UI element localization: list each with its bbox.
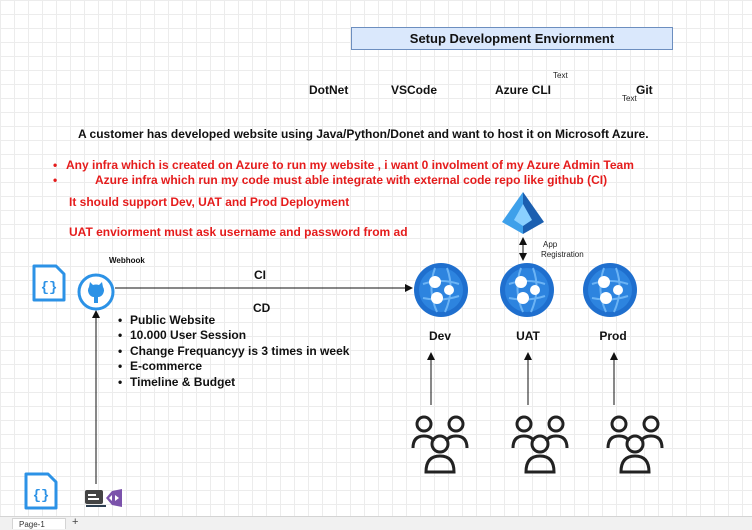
- tool-git: Git: [636, 83, 653, 97]
- page-bar: [0, 516, 752, 530]
- tool-vscode: VSCode: [391, 83, 438, 97]
- users-icon: [410, 412, 470, 481]
- list-item: Timeline & Budget: [118, 375, 349, 391]
- env-label-uat: UAT: [516, 329, 540, 343]
- web-app-icon: [582, 262, 638, 323]
- text-placeholder-1: Text: [553, 71, 568, 80]
- ci-label: CI: [254, 268, 266, 282]
- list-item: E-commerce: [118, 359, 349, 375]
- requirement-bullet-1: Any infra which is created on Azure to r…: [53, 158, 634, 172]
- svg-text:{}: {}: [41, 280, 58, 296]
- tool-azure-cli: Azure CLI: [495, 83, 552, 97]
- cd-label: CD: [253, 301, 271, 315]
- app-registration-label-2: Registration: [541, 250, 584, 259]
- webhook-label: Webhook: [109, 256, 145, 265]
- env-label-dev: Dev: [428, 329, 451, 343]
- tool-dotnet: DotNet: [309, 83, 349, 97]
- list-item: Change Frequancyy is 3 times in week: [118, 344, 349, 360]
- scenario-statement: A customer has developed website using J…: [78, 127, 649, 141]
- app-registration-icon: [500, 190, 546, 241]
- requirement-bullet-2-text: Azure infra which run my code must able …: [95, 173, 608, 187]
- app-registration-label-1: App: [543, 240, 558, 249]
- users-icon: [510, 412, 570, 481]
- web-app-icon: [413, 262, 469, 323]
- json-file-icon: {}: [24, 472, 58, 515]
- diagram-title: Setup Development Enviornment: [351, 27, 673, 50]
- bullet-dot: •: [53, 173, 58, 187]
- tab-page-1[interactable]: Page-1: [12, 518, 66, 529]
- add-page-button[interactable]: +: [72, 516, 79, 528]
- requirement-uat-auth: UAT enviorment must ask username and pas…: [69, 225, 408, 239]
- json-file-icon: {}: [32, 264, 66, 307]
- list-item: 10.000 User Session: [118, 328, 349, 344]
- svg-text:{}: {}: [33, 488, 50, 504]
- github-icon: [77, 273, 115, 316]
- text-placeholder-2: Text: [622, 94, 637, 103]
- web-app-icon: [499, 262, 555, 323]
- visual-studio-icon: [84, 487, 126, 514]
- list-item: Public Website: [118, 313, 349, 329]
- env-label-prod: Prod: [599, 329, 627, 343]
- requirements-list: Public Website 10.000 User Session Chang…: [118, 313, 349, 390]
- requirement-bullet-2: • Azure infra which run my code must abl…: [53, 173, 608, 187]
- users-icon: [605, 412, 665, 481]
- requirement-deployment: It should support Dev, UAT and Prod Depl…: [69, 195, 350, 209]
